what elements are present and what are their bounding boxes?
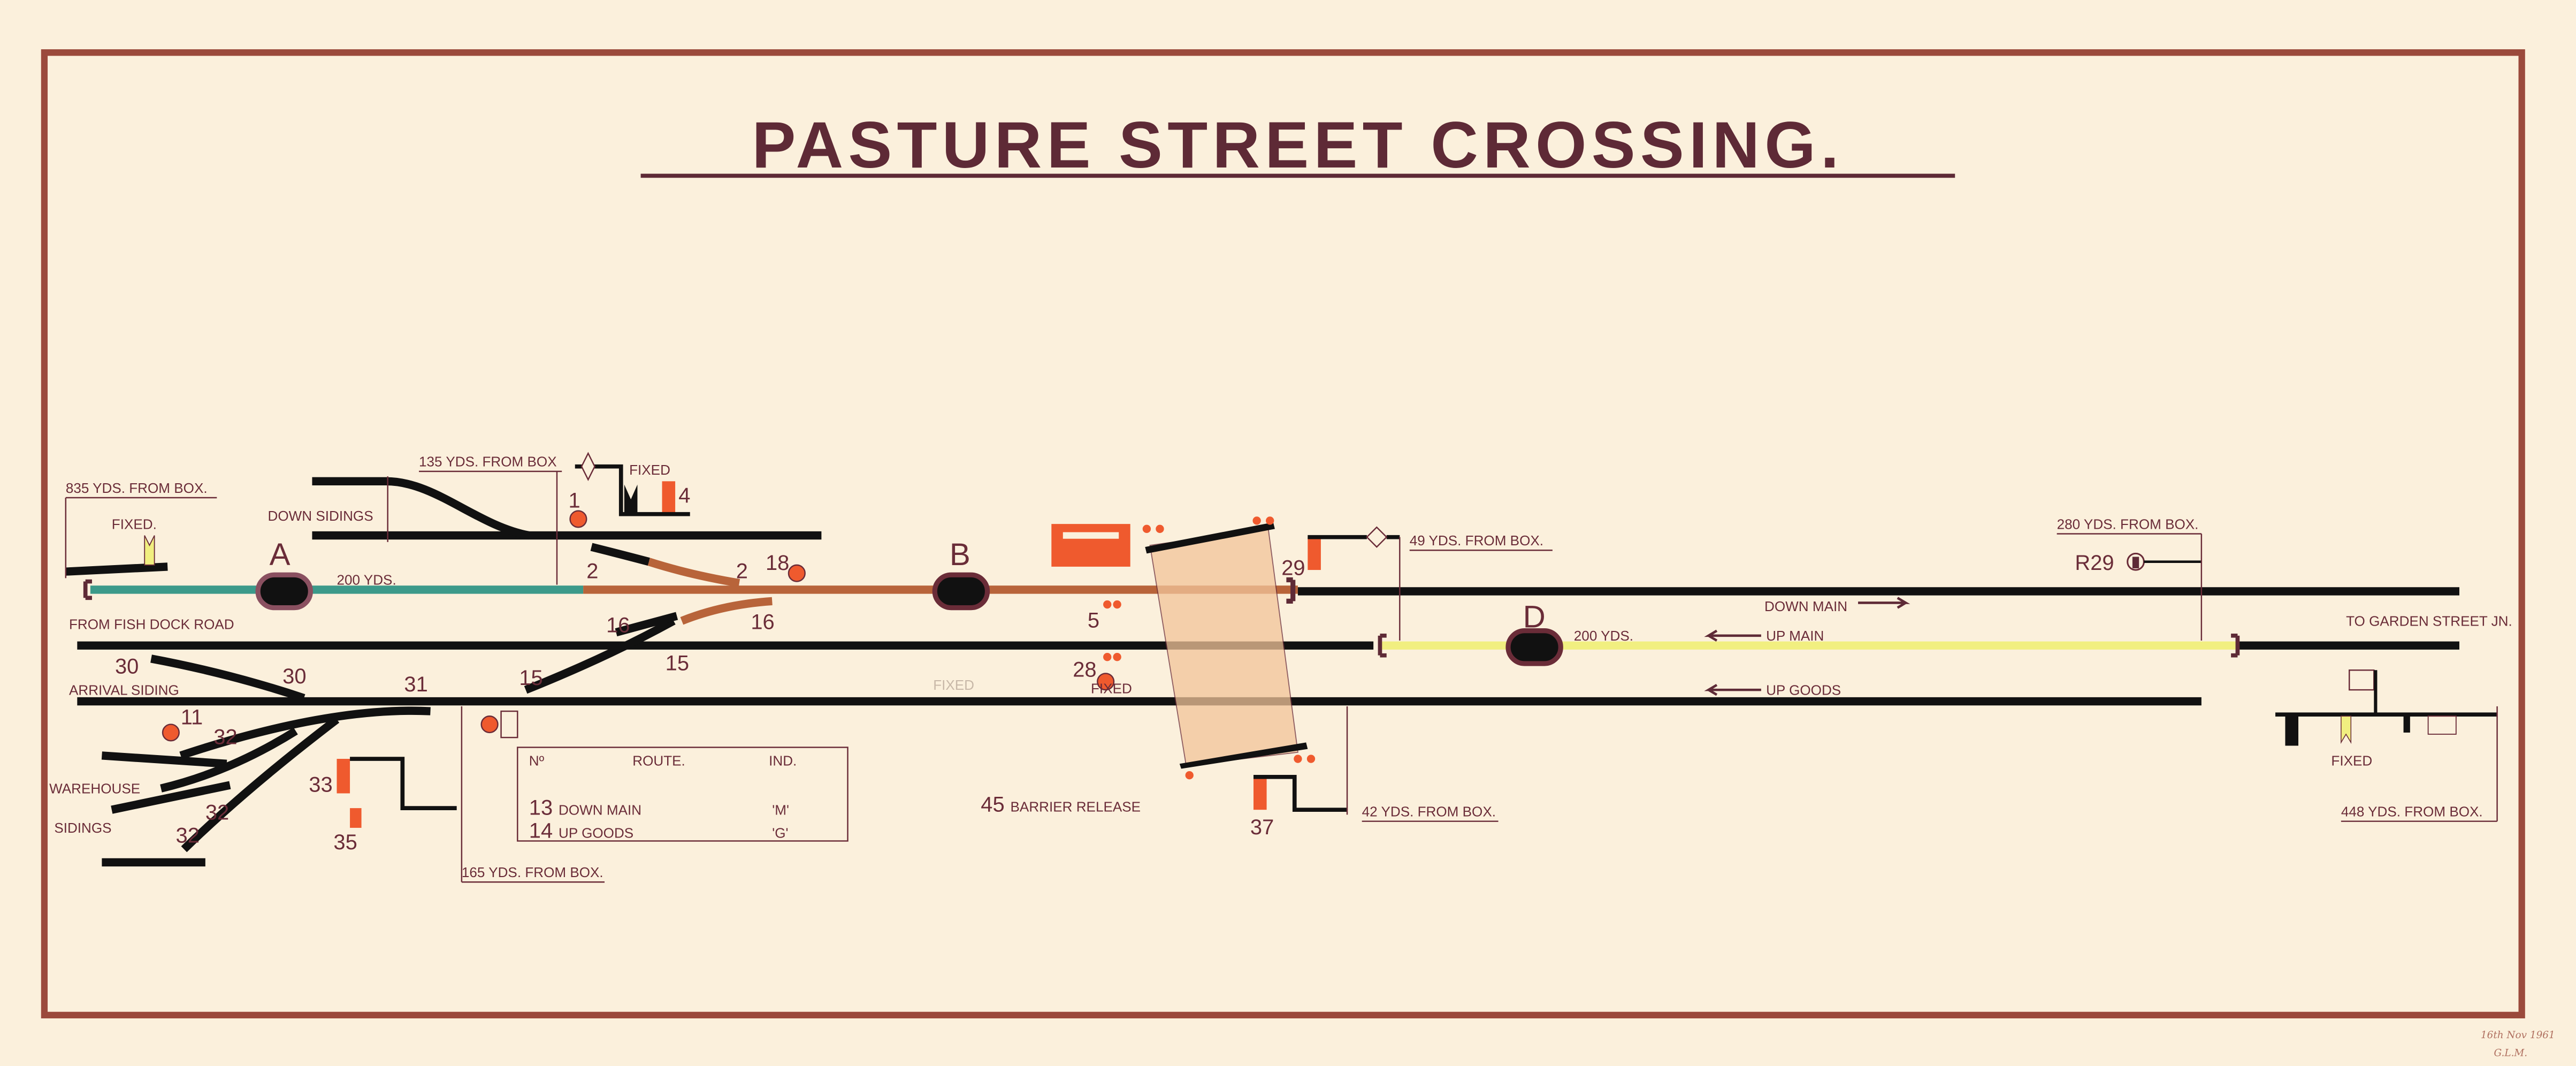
barrier-release-slot: [1062, 532, 1119, 539]
distance-markers: [65, 470, 2498, 883]
fixed-signal-icon: [624, 484, 638, 514]
handwritten-date: 16th Nov 1961: [2481, 1030, 2555, 1041]
track-circuit-b-label: B: [950, 537, 970, 572]
distance-label: 165 YDS. FROM BOX.: [462, 864, 603, 880]
frame-border: [41, 49, 2525, 1018]
table-row-route: UP GOODS: [559, 825, 633, 841]
barrier-release-number: 45: [981, 793, 1004, 816]
table-header-no: Nº: [529, 752, 545, 768]
signal-number: 33: [309, 773, 332, 796]
crossing-gate-top: [1145, 522, 1275, 554]
signal-number: 35: [333, 831, 357, 854]
shunt-signal-1-icon: [569, 510, 587, 528]
distance-label: 280 YDS. FROM BOX.: [2057, 516, 2199, 532]
table-row-no: 13: [529, 796, 553, 819]
distance-label: 835 YDS. FROM BOX.: [66, 480, 208, 496]
up-main-label: UP MAIN: [1766, 628, 1824, 644]
arrow-left-icon: [1704, 629, 1761, 642]
down-main-label: DOWN MAIN: [1764, 598, 1847, 614]
signal-29-icon: [1308, 537, 1321, 570]
fixed-label: FIXED: [629, 462, 670, 478]
track-circuit-a-marker: [255, 572, 313, 611]
arrival-siding-label: ARRIVAL SIDING: [69, 682, 179, 698]
track-circuit-d-marker: [1505, 628, 1563, 666]
signal-number: 4: [678, 484, 690, 507]
up-goods-label: UP GOODS: [1766, 682, 1841, 698]
track-circuit-b-marker: [932, 572, 990, 611]
distance-label: 200 YDS.: [1574, 628, 1633, 644]
from-fish-dock-road-label: FROM FISH DOCK ROAD: [69, 616, 234, 633]
point-number: 32: [205, 801, 229, 825]
page-title: PASTURE STREET CROSSING.: [752, 109, 1844, 182]
fixed-shunt-signal-28-icon: [1097, 673, 1115, 691]
signal-number: 1: [568, 489, 580, 512]
level-crossing: [1149, 528, 1298, 766]
point-number: 32: [213, 725, 237, 749]
point-number: 15: [519, 666, 542, 690]
fixed-label: FIXED: [2331, 752, 2372, 768]
point-number: 31: [404, 673, 427, 696]
signal-number: R29: [2075, 551, 2114, 575]
table-header-ind: IND.: [769, 752, 797, 768]
barrier-release-label: BARRIER RELEASE: [1011, 798, 1141, 814]
signal-37-icon: [1253, 776, 1267, 810]
down-sidings-label: DOWN SIDINGS: [268, 508, 373, 524]
sidings-label: SIDINGS: [54, 820, 111, 836]
signal-number: 37: [1250, 816, 1274, 839]
diamond-marker-icon: [580, 452, 595, 481]
signal-number: 11: [181, 706, 203, 729]
point-number: 2: [586, 559, 598, 583]
pencil-fixed-label: FIXED: [933, 677, 974, 693]
handwritten-initials: G.L.M.: [2494, 1048, 2527, 1059]
signal-number: 5: [1088, 608, 1099, 632]
shunt-signal-11-icon: [162, 724, 180, 742]
track-circuit-d-label: D: [1523, 599, 1546, 634]
point-number: 2: [736, 559, 748, 583]
point-number: 30: [115, 654, 139, 678]
signal-icons: [162, 452, 2497, 828]
point-number: 30: [282, 665, 306, 688]
crossover-tracks: [101, 543, 773, 867]
down-sidings-tracks: [65, 477, 822, 576]
table-row-ind: 'M': [772, 802, 789, 818]
labels: 835 YDS. FROM BOX. FIXED. DOWN SIDINGS 1…: [49, 454, 2555, 1059]
warehouse-label: WAREHOUSE: [49, 780, 140, 796]
point-number: 32: [176, 824, 200, 848]
route-indicator-table: Nº ROUTE. IND. 13 DOWN MAIN 'M' 14 UP GO…: [517, 747, 849, 842]
point-number: 16: [606, 614, 630, 637]
arrow-left-icon: [1704, 683, 1761, 696]
distance-label: 42 YDS. FROM BOX.: [1362, 803, 1496, 819]
point-number: 15: [666, 651, 689, 675]
arrow-right-icon: [1858, 597, 1910, 609]
fixed-distant-signal-icon: [144, 535, 155, 566]
to-garden-street-label: TO GARDEN STREET JN.: [2346, 613, 2512, 629]
table-header-route: ROUTE.: [632, 752, 685, 768]
signal-35-icon: [350, 808, 362, 828]
distance-label: 200 YDS.: [337, 572, 396, 588]
shunt-signal-icon: [480, 715, 499, 734]
table-row-route: DOWN MAIN: [559, 802, 641, 818]
distance-label: 448 YDS. FROM BOX.: [2341, 803, 2483, 819]
point-number: 16: [751, 611, 774, 634]
table-row-no: 14: [529, 819, 553, 842]
distance-label: 135 YDS. FROM BOX: [419, 454, 557, 470]
fixed-label: FIXED: [1091, 680, 1132, 696]
signal-number: 28: [1073, 658, 1096, 682]
table-row-ind: 'G': [772, 825, 788, 841]
shunt-signal-18-icon: [788, 564, 806, 582]
signal-4-icon: [662, 481, 676, 516]
signal-33-icon: [337, 759, 350, 794]
diamond-marker-icon: [1366, 526, 1388, 548]
signal-number: 18: [766, 551, 789, 575]
distance-label: 49 YDS. FROM BOX.: [1410, 532, 1543, 549]
track-circuit-a-label: A: [270, 537, 291, 572]
fixed-label: FIXED.: [112, 516, 157, 532]
signal-number: 29: [1281, 556, 1305, 580]
barrier-release-box: [1051, 524, 1130, 567]
crossing-gate-bottom: [1179, 742, 1308, 769]
